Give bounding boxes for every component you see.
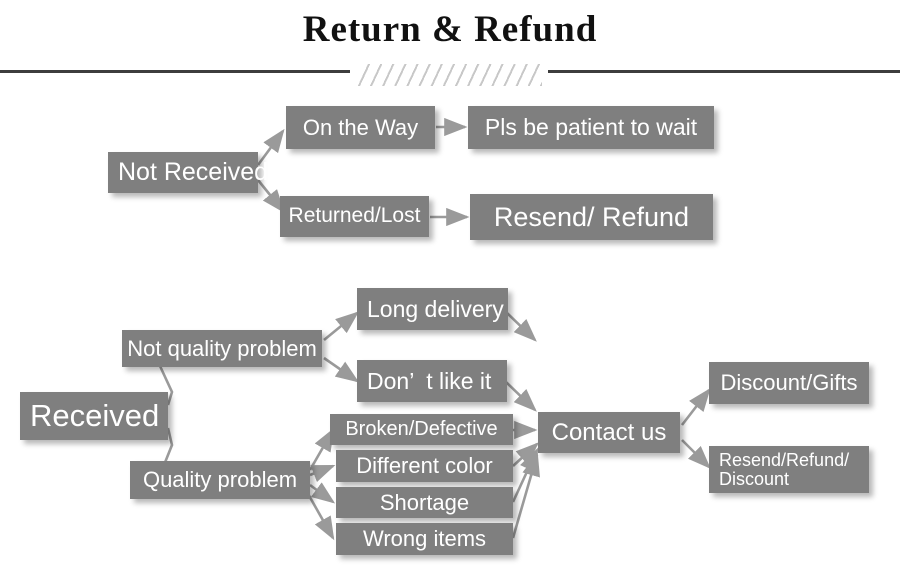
node-not-received[interactable]: Not Received <box>108 152 268 193</box>
node-discount-gifts[interactable]: Discount/Gifts <box>709 362 869 404</box>
page-title: Return & Refund <box>302 9 598 50</box>
divider-rule-left <box>0 70 350 73</box>
divider-rule-right <box>548 70 900 73</box>
node-quality-problem[interactable]: Quality problem <box>130 461 310 499</box>
node-not-quality-problem[interactable]: Not quality problem <box>122 330 322 367</box>
node-resend-refund[interactable]: Resend/ Refund <box>470 194 713 240</box>
node-pls-be-patient-to-wait[interactable]: Pls be patient to wait <box>468 106 714 149</box>
header-divider <box>0 64 900 86</box>
node-long-delivery[interactable]: Long delivery <box>357 288 508 330</box>
node-shortage[interactable]: Shortage <box>336 487 513 518</box>
node-broken-defective[interactable]: Broken/Defective <box>330 414 513 445</box>
node-contact-us[interactable]: Contact us <box>538 412 680 453</box>
node-dont-like-it[interactable]: Don’ t like it <box>357 360 507 402</box>
node-received[interactable]: Received <box>20 392 168 440</box>
diagonal-hatch-icon <box>358 64 542 86</box>
node-resend-refund-discount[interactable]: Resend/Refund/ Discount <box>709 446 869 493</box>
node-wrong-items[interactable]: Wrong items <box>336 523 513 555</box>
node-returned-lost[interactable]: Returned/Lost <box>280 196 429 237</box>
node-on-the-way[interactable]: On the Way <box>286 106 435 149</box>
node-different-color[interactable]: Different color <box>336 450 513 482</box>
